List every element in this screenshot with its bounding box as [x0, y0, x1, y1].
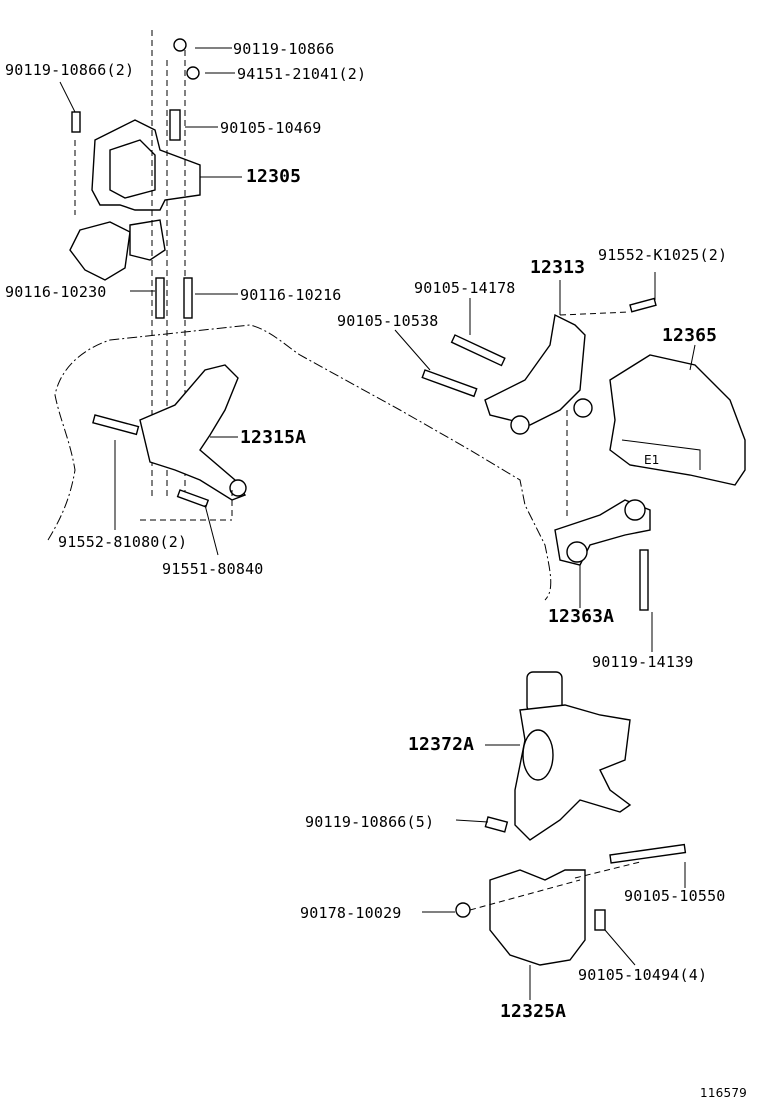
label-90178-10029: 90178-10029 [300, 904, 402, 922]
bracket-12313 [421, 297, 657, 435]
label-90119-14139: 90119-14139 [592, 653, 694, 671]
label-12363A: 12363A [548, 606, 615, 627]
leader-lines [59, 47, 696, 1000]
bracket-12325A [455, 843, 687, 966]
label-90116-10216: 90116-10216 [240, 286, 342, 304]
label-94151-21041: 94151-21041(2) [237, 65, 367, 83]
label-91552-81080: 91552-81080(2) [58, 533, 188, 551]
label-90105-10550: 90105-10550 [624, 887, 726, 905]
e1-marking: E1 [644, 453, 660, 467]
label-90119-10866: 90119-10866 [233, 40, 335, 58]
label-12315A: 12315A [240, 427, 307, 448]
label-90116-10230: 90116-10230 [5, 283, 107, 301]
engine-outline [47, 324, 552, 601]
mount-12372A [484, 671, 632, 841]
label-12365: 12365 [662, 325, 718, 346]
label-91551-80840: 91551-80840 [162, 560, 264, 578]
label-12372A: 12372A [408, 734, 475, 755]
label-90105-10469: 90105-10469 [220, 119, 322, 137]
label-90105-10538: 90105-10538 [337, 312, 439, 330]
mount-12305 [69, 38, 201, 281]
label-12313: 12313 [530, 257, 586, 278]
bracket-12315A [92, 364, 247, 508]
label-12325A: 12325A [500, 1001, 567, 1022]
rod-12363A [554, 499, 651, 611]
label-12305: 12305 [246, 166, 302, 187]
cover-12365 [609, 354, 746, 486]
label-90119-10866-qty5: 90119-10866(5) [305, 813, 435, 831]
label-91552-K1025: 91552-K1025(2) [598, 246, 728, 264]
figure-id: 116579 [700, 1086, 748, 1100]
label-90105-14178: 90105-14178 [414, 279, 516, 297]
label-90119-10866-qty2: 90119-10866(2) [5, 61, 135, 79]
label-90105-10494: 90105-10494(4) [578, 966, 708, 984]
